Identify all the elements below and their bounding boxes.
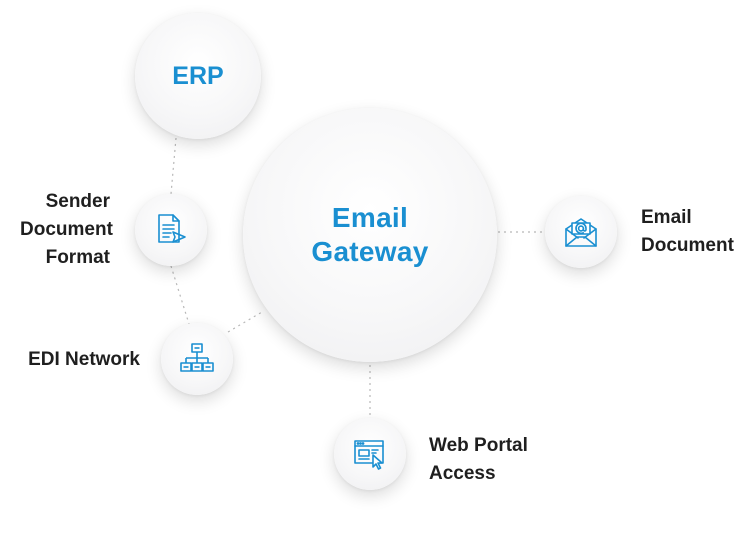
connector-edi-center <box>227 311 263 333</box>
sender-label-line2: Document <box>20 219 113 240</box>
network-hierarchy-icon <box>180 343 214 372</box>
email-document-node <box>545 196 617 268</box>
sender-document-node <box>135 194 207 266</box>
web-portal-label: Web Portal Access <box>429 432 579 488</box>
webportal-label-line2: Access <box>429 463 496 484</box>
erp-label: ERP <box>172 61 224 90</box>
connector-erp-sender <box>170 137 177 195</box>
email-label-line2: Document <box>641 235 734 256</box>
sender-document-label: Sender Document Format <box>20 188 113 272</box>
connector-sender-edi <box>170 265 190 325</box>
email-label-line1: Email <box>641 207 692 228</box>
erp-node: ERP <box>135 13 261 139</box>
sender-label-line1: Sender <box>45 191 110 212</box>
email-envelope-icon <box>565 218 597 247</box>
document-send-icon <box>158 214 186 243</box>
email-gateway-node: Email Gateway <box>243 108 497 362</box>
edi-network-label: EDI Network <box>28 349 140 370</box>
web-browser-click-icon <box>354 440 384 470</box>
email-document-label: Email Document <box>641 204 750 260</box>
webportal-label-line1: Web Portal <box>429 435 528 456</box>
center-title-line2: Gateway <box>311 236 429 267</box>
edi-network-node <box>161 323 233 395</box>
center-title-line1: Email <box>331 202 409 233</box>
sender-label-line3: Format <box>45 247 110 268</box>
web-portal-node <box>334 418 406 490</box>
